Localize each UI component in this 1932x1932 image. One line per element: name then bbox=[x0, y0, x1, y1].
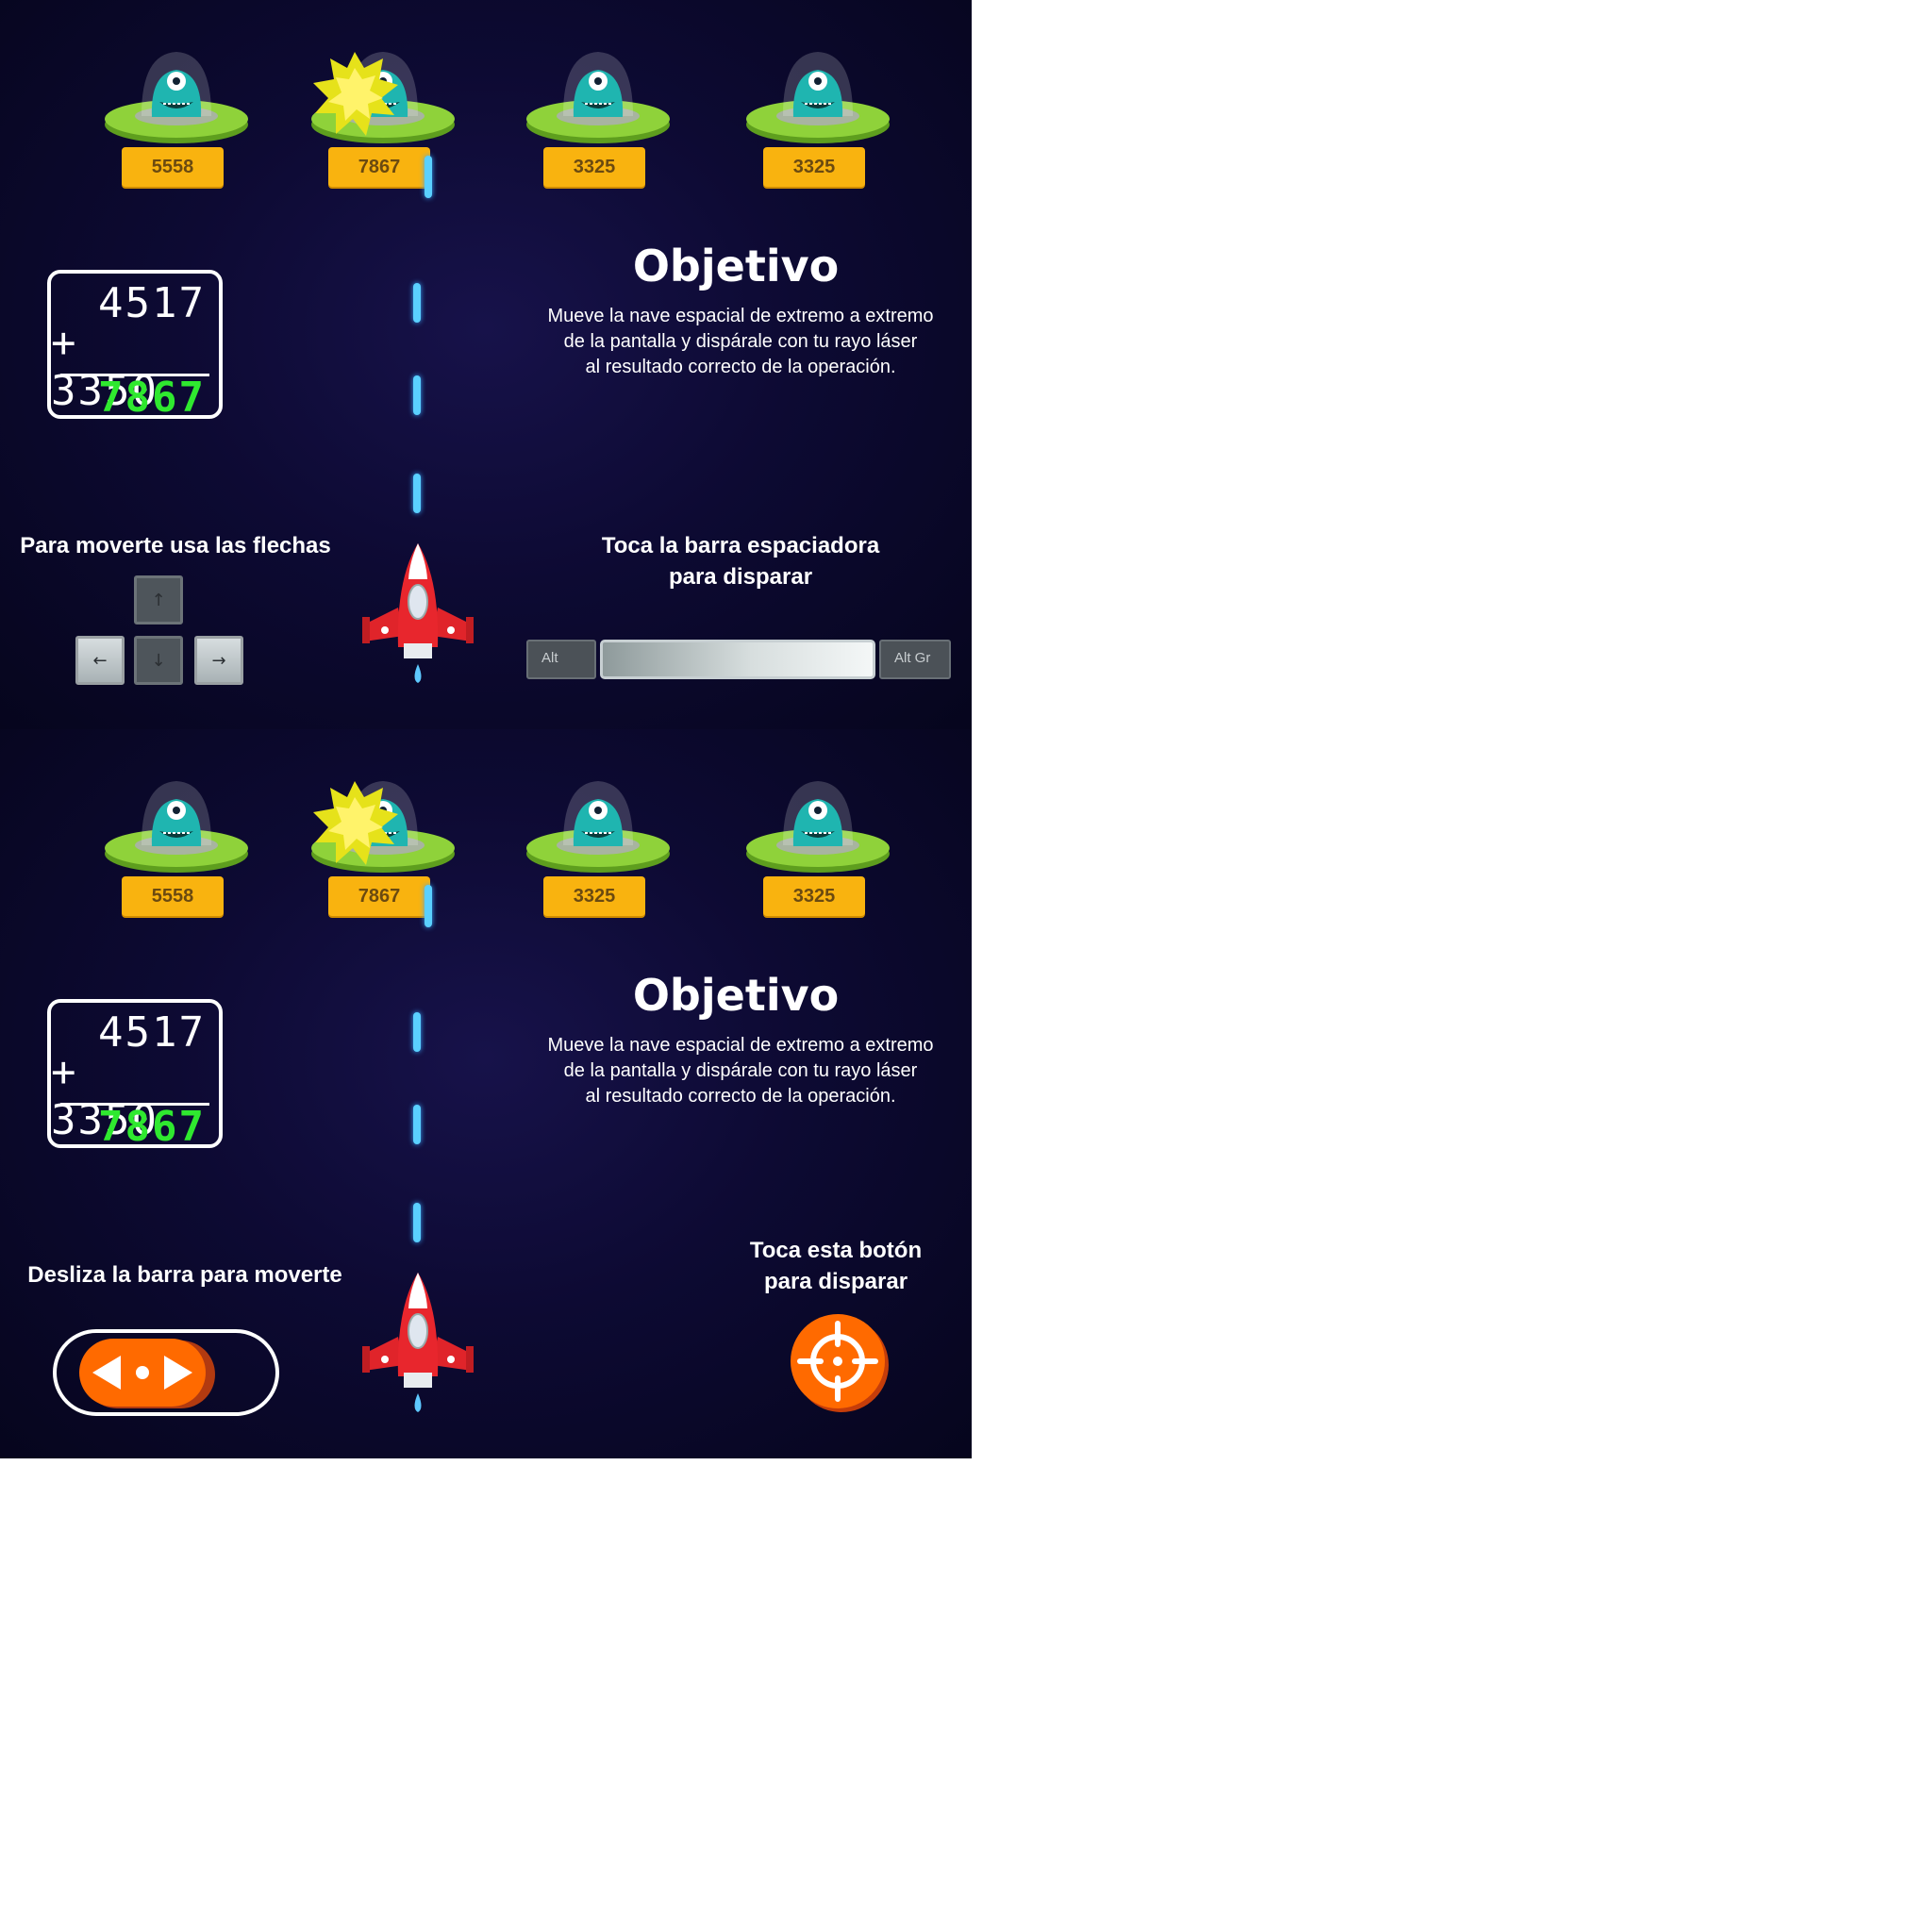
key-altgr[interactable]: Alt Gr bbox=[879, 640, 951, 679]
laser-beam bbox=[413, 283, 421, 323]
mobile-instructions-panel: 5558 7867 3325 3325 4517 + 3350 7867 Obj… bbox=[0, 729, 972, 1458]
laser-beam bbox=[425, 885, 432, 927]
explosion-icon bbox=[308, 47, 402, 142]
explosion-icon bbox=[308, 776, 402, 871]
arrow-right-icon bbox=[164, 1356, 192, 1390]
key-right[interactable]: → bbox=[194, 636, 243, 685]
operand-a: 4517 bbox=[98, 279, 206, 327]
objective-description: Mueve la nave espacial de extremo a extr… bbox=[547, 1035, 934, 1107]
answer-badge: 3325 bbox=[543, 876, 645, 916]
slider-knob[interactable] bbox=[79, 1339, 206, 1407]
alien-ufo-3[interactable]: 3325 bbox=[523, 47, 674, 193]
answer-badge: 7867 bbox=[328, 147, 430, 187]
desktop-instructions-panel: 5558 7867 3325 3325 4517 + 3350 7867 Obj… bbox=[0, 0, 972, 729]
answer-badge: 3325 bbox=[763, 876, 865, 916]
laser-beam bbox=[413, 1012, 421, 1052]
operation-result: 7867 bbox=[98, 1103, 206, 1151]
arrow-up-icon: ↑ bbox=[151, 590, 166, 610]
crosshair-icon bbox=[797, 1321, 878, 1402]
alien-ufo-icon bbox=[742, 776, 893, 880]
alien-ufo-4[interactable]: 3325 bbox=[742, 776, 893, 923]
alien-ufo-icon bbox=[101, 47, 252, 151]
arrow-left-icon bbox=[92, 1356, 121, 1390]
alien-ufo-1[interactable]: 5558 bbox=[101, 47, 252, 193]
alien-ufo-icon bbox=[523, 776, 674, 880]
sum-divider bbox=[60, 374, 209, 376]
answer-badge: 5558 bbox=[122, 876, 224, 916]
key-up[interactable]: ↑ bbox=[134, 575, 183, 625]
move-hint: Para moverte usa las flechas bbox=[20, 533, 331, 558]
laser-beam bbox=[413, 1203, 421, 1242]
objective-title: Objetivo bbox=[632, 241, 840, 291]
alien-ufo-1[interactable]: 5558 bbox=[101, 776, 252, 923]
move-slider[interactable] bbox=[53, 1329, 279, 1416]
key-down[interactable]: ↓ bbox=[134, 636, 183, 685]
answer-badge: 7867 bbox=[328, 876, 430, 916]
alien-ufo-3[interactable]: 3325 bbox=[523, 776, 674, 923]
objective-description: Mueve la nave espacial de extremo a extr… bbox=[547, 306, 934, 377]
arrow-right-icon: → bbox=[211, 650, 226, 671]
answer-badge: 3325 bbox=[543, 147, 645, 187]
shoot-hint: Toca la barra espaciadora para disparar bbox=[601, 533, 880, 590]
alien-ufo-icon bbox=[101, 776, 252, 880]
sum-divider bbox=[60, 1103, 209, 1106]
alien-ufo-icon bbox=[742, 47, 893, 151]
answer-badge: 5558 bbox=[122, 147, 224, 187]
laser-beam bbox=[413, 1105, 421, 1144]
key-spacebar[interactable] bbox=[600, 640, 875, 679]
key-alt[interactable]: Alt bbox=[526, 640, 596, 679]
laser-beam bbox=[413, 375, 421, 415]
spaceship-icon[interactable] bbox=[357, 1271, 479, 1412]
alien-ufo-icon bbox=[523, 47, 674, 151]
laser-beam bbox=[425, 156, 432, 198]
operand-a: 4517 bbox=[98, 1008, 206, 1057]
alien-ufo-2[interactable]: 7867 bbox=[308, 776, 458, 923]
alien-ufo-4[interactable]: 3325 bbox=[742, 47, 893, 193]
operation-result: 7867 bbox=[98, 374, 206, 422]
slider-arrows-icon bbox=[92, 1356, 192, 1390]
objective-title: Objetivo bbox=[632, 970, 840, 1021]
key-left[interactable]: ← bbox=[75, 636, 125, 685]
operation-box: 4517 + 3350 7867 bbox=[47, 999, 223, 1151]
arrow-down-icon: ↓ bbox=[151, 650, 166, 671]
operation-box: 4517 + 3350 7867 bbox=[47, 270, 223, 422]
arrow-left-icon: ← bbox=[92, 650, 108, 671]
spaceship-icon[interactable] bbox=[357, 541, 479, 683]
fire-button[interactable] bbox=[787, 1310, 889, 1412]
move-hint: Desliza la barra para moverte bbox=[27, 1262, 342, 1288]
laser-beam bbox=[413, 474, 421, 513]
alien-ufo-2[interactable]: 7867 bbox=[308, 47, 458, 193]
answer-badge: 3325 bbox=[763, 147, 865, 187]
shoot-hint: Toca esta botón para disparar bbox=[749, 1238, 923, 1294]
